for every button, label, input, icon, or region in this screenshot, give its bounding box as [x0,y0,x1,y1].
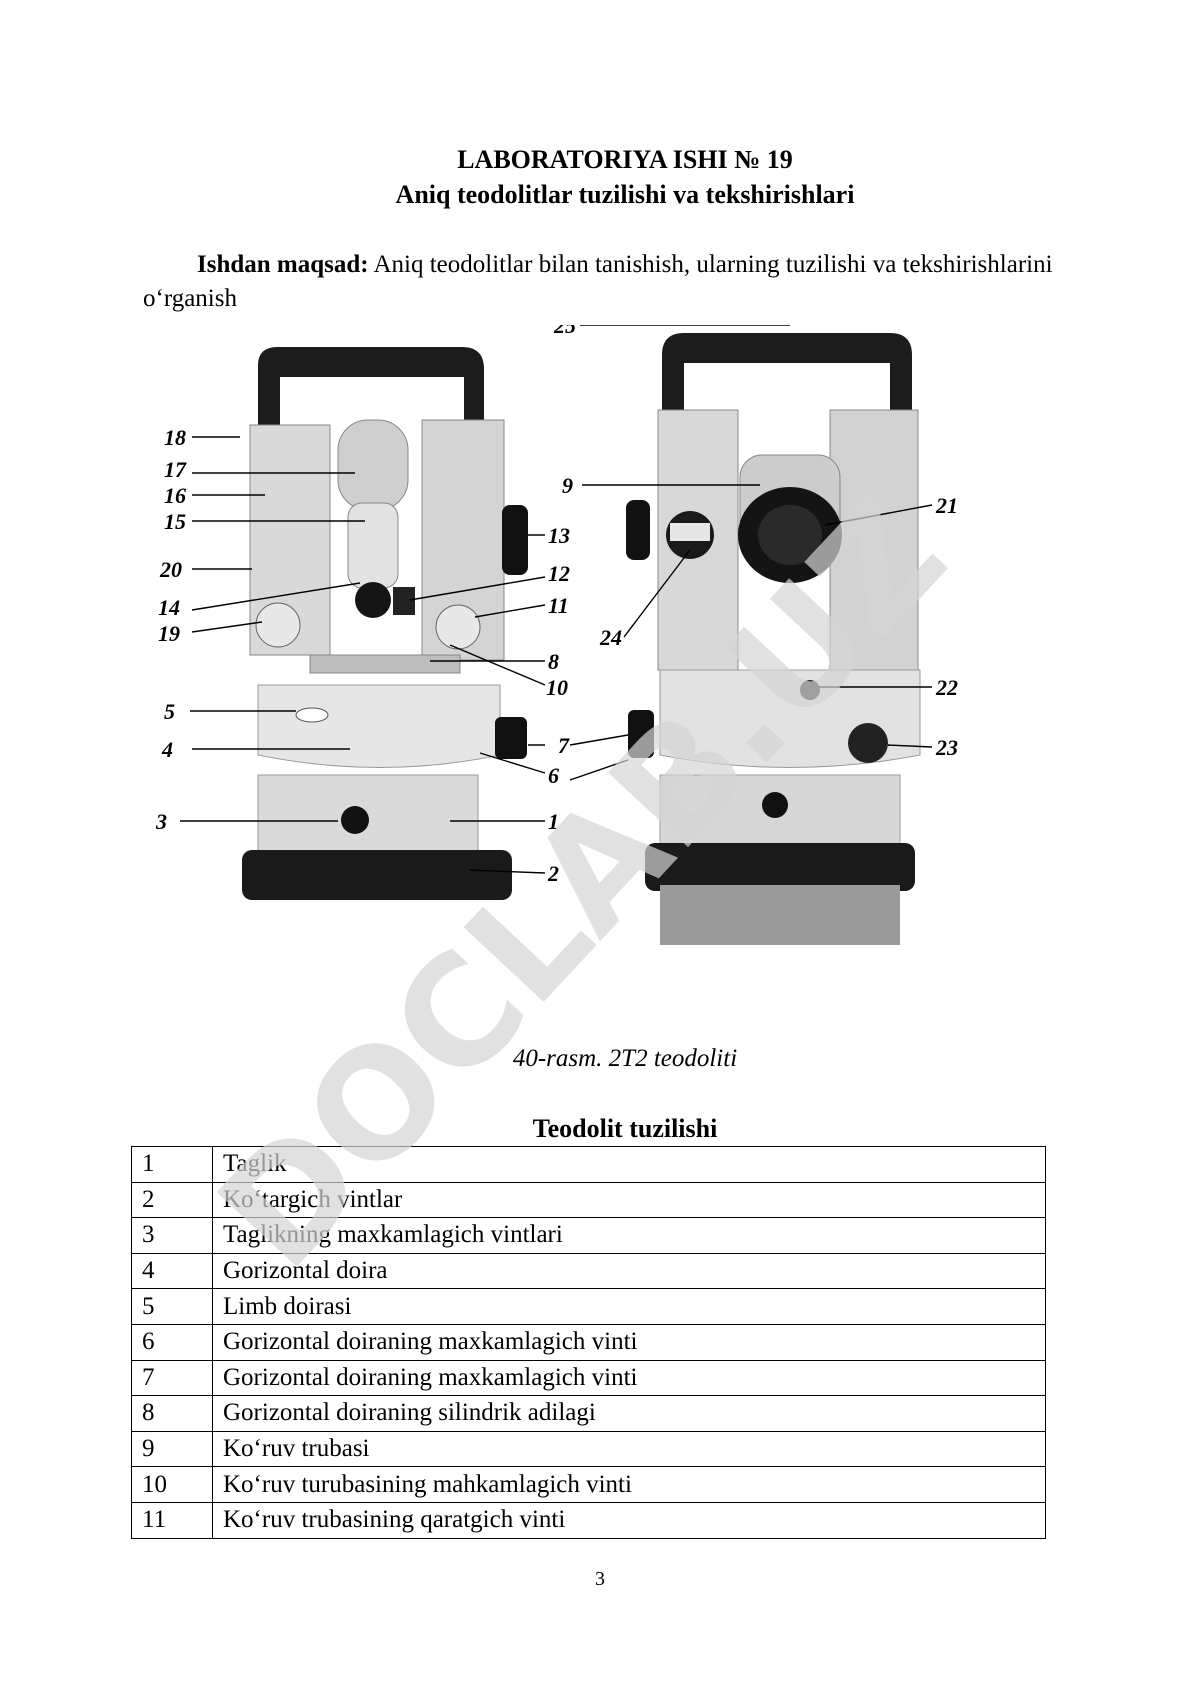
row-number: 3 [131,1217,213,1254]
part-label-3: 3 [155,809,167,834]
part-label-22: 22 [935,675,958,700]
part-label-15: 15 [164,509,186,534]
row-number: 8 [131,1395,213,1432]
part-label-25: 25 [553,325,576,338]
row-part-name: Ko‘ruv turubasining mahkamlagich vinti [212,1466,1046,1503]
figure-caption: 40-rasm. 2T2 teodoliti [512,1045,738,1072]
row-number: 5 [131,1288,213,1325]
row-part-name: Limb doirasi [212,1288,1046,1325]
right-theodolite [626,333,921,945]
table-title: Teodolit tuzilishi [532,1114,718,1143]
row-part-name: Ko‘targich vintlar [212,1181,1046,1219]
part-label-17: 17 [164,457,187,482]
row-number: 4 [131,1252,213,1290]
purpose-text: Aniq teodolitlar bilan tanishish, ularni… [143,251,1053,312]
row-number: 9 [131,1430,213,1468]
row-part-name: Ko‘ruv trubasi [212,1430,1046,1468]
part-label-23: 23 [935,735,958,760]
page-number: 3 [595,1568,605,1590]
part-label-19: 19 [158,621,180,646]
row-number: 11 [131,1501,213,1539]
part-label-24: 24 [599,625,622,650]
row-number: 1 [131,1146,213,1183]
row-part-name: Ko‘ruv trubasining qaratgich vinti [212,1501,1046,1539]
part-label-6: 6 [548,763,559,788]
purpose-label: Ishdan maqsad: [197,251,369,278]
row-number: 6 [131,1323,213,1361]
theodolite-illustration: 18 17 16 15 20 14 19 5 4 3 13 12 11 8 10… [155,325,958,945]
row-part-name: Taglikning maxkamlagich vintlari [212,1217,1046,1254]
part-label-1: 1 [548,809,559,834]
part-label-12: 12 [548,561,570,586]
part-label-7: 7 [558,733,570,758]
row-part-name: Gorizontal doiraning silindrik adilagi [212,1395,1046,1432]
part-label-2: 2 [547,861,559,886]
part-label-21: 21 [935,493,958,518]
part-label-11: 11 [548,593,569,618]
part-label-16: 16 [164,483,186,508]
left-theodolite [242,347,528,900]
theodolite-figure: 18 17 16 15 20 14 19 5 4 3 13 12 11 8 10… [150,325,1050,1025]
part-label-9: 9 [562,473,573,498]
row-part-name: Gorizontal doiraning maxkamlagich vinti [212,1359,1046,1397]
row-part-name: Gorizontal doiraning maxkamlagich vinti [212,1323,1046,1361]
part-label-18: 18 [164,425,186,450]
row-number: 10 [131,1466,213,1503]
row-number: 2 [131,1181,213,1219]
row-part-name: Gorizontal doira [212,1252,1046,1290]
purpose-paragraph: Ishdan maqsad: Aniq teodolitlar bilan ta… [143,248,1073,316]
lab-title: LABORATORIYA ISHI № 19 [457,145,793,174]
part-label-8: 8 [548,649,559,674]
row-part-name: Taglik [212,1146,1046,1183]
row-number: 7 [131,1359,213,1397]
part-label-10: 10 [546,675,568,700]
part-label-13: 13 [548,523,570,548]
lab-subtitle: Aniq teodolitlar tuzilishi va tekshirish… [395,180,855,209]
part-label-4: 4 [161,737,173,762]
part-label-5: 5 [164,699,175,724]
part-label-14: 14 [158,595,180,620]
part-label-20: 20 [159,557,182,582]
